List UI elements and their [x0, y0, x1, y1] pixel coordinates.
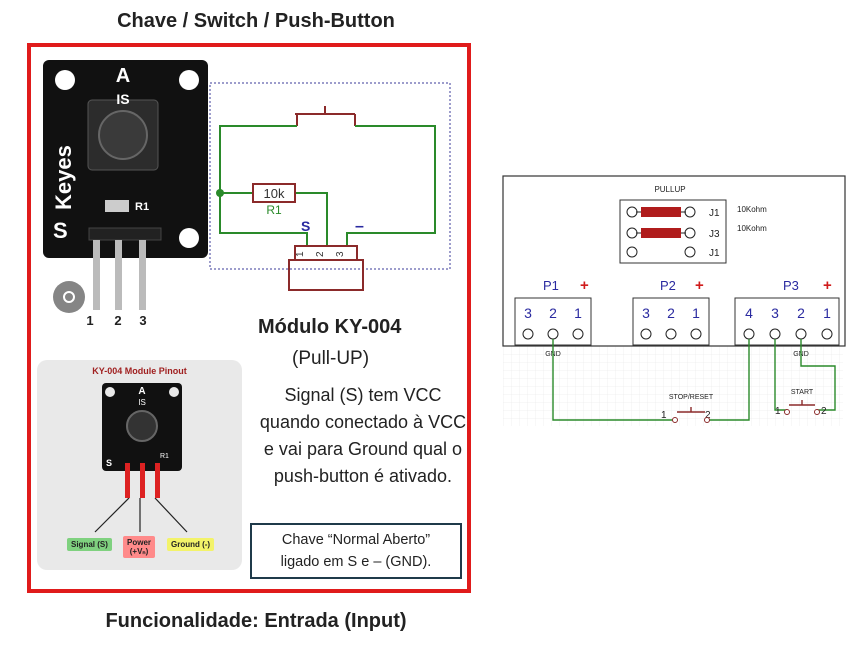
jumper-label: J1 — [709, 248, 720, 259]
module-mode: (Pull-UP) — [292, 348, 370, 369]
stop-reset-label: STOP/RESET — [669, 394, 714, 401]
svg-text:A: A — [138, 386, 145, 397]
resistor-value: 10Kohm — [737, 224, 767, 233]
wire — [219, 193, 308, 246]
pinout-card: KY-004 Module Pinout A IS S R1 Signal (S… — [37, 360, 242, 570]
wire — [800, 339, 836, 411]
board-pin — [93, 240, 100, 310]
connector-pin: 3 — [335, 251, 346, 257]
signal-label: Signal (S) — [67, 538, 112, 551]
note-line: Chave “Normal Aberto” — [281, 532, 431, 548]
board-pin-label: 2 — [114, 313, 121, 328]
pinout-title: KY-004 Module Pinout — [92, 366, 187, 376]
svg-text:1: 1 — [775, 406, 781, 417]
arrow — [154, 498, 188, 533]
page-title: Chave / Switch / Push-Button — [117, 10, 395, 32]
schematic: 10k R1 S – 1 2 3 — [209, 82, 451, 291]
wire — [552, 339, 675, 421]
board-pin — [115, 240, 122, 310]
arrow — [94, 498, 130, 533]
svg-text:2: 2 — [821, 406, 827, 417]
wire — [295, 192, 328, 246]
resistor-name: R1 — [266, 203, 282, 217]
resistor — [641, 228, 681, 238]
svg-text:2: 2 — [705, 410, 711, 421]
svg-text:3: 3 — [524, 305, 532, 321]
pullup-block — [619, 199, 727, 264]
svg-text:IS: IS — [138, 398, 146, 407]
power-label: Power (+Vₙ) — [123, 536, 156, 558]
svg-text:+: + — [695, 277, 704, 294]
svg-text:1: 1 — [692, 305, 700, 321]
board-pin-label: 1 — [86, 313, 93, 328]
mount-hole — [179, 228, 199, 248]
svg-text:2: 2 — [667, 305, 675, 321]
jumper-label: J3 — [709, 229, 720, 240]
start-label: START — [791, 389, 814, 396]
wire — [346, 125, 436, 246]
board-pin — [139, 240, 146, 310]
p1-label: P1 — [543, 278, 559, 293]
board-photo: A IS Keyes S R1 1 2 3 — [43, 60, 208, 328]
schematic-border — [209, 82, 451, 270]
module-description: Signal (S) tem VCC quando conectado à VC… — [259, 385, 467, 486]
module-name: Módulo KY-004 — [258, 316, 402, 338]
push-button-cap — [98, 110, 148, 160]
mount-hole — [179, 70, 199, 90]
pullup-label: PULLUP — [654, 185, 685, 194]
board-pin-label: 3 — [139, 313, 146, 328]
connector-pin: 1 — [295, 251, 306, 257]
svg-text:S: S — [106, 458, 112, 468]
svg-text:1: 1 — [823, 305, 831, 321]
svg-text:1: 1 — [661, 410, 667, 421]
pinout-board: A IS S R1 — [102, 383, 182, 498]
s-label: S — [301, 218, 310, 234]
svg-text:R1: R1 — [160, 453, 169, 460]
board-letter-is: IS — [116, 91, 129, 107]
svg-text:3: 3 — [642, 305, 650, 321]
board-r1: R1 — [135, 201, 149, 213]
mount-hole — [55, 70, 75, 90]
board-letter-s: S — [53, 218, 68, 243]
note-line: ligado em S e – (GND). — [280, 554, 432, 570]
wire — [774, 339, 787, 411]
note-box: Chave “Normal Aberto” ligado em S e – (G… — [250, 523, 462, 579]
board-letter-a: A — [116, 65, 130, 87]
grid-area — [503, 346, 843, 426]
svg-text:2: 2 — [549, 305, 557, 321]
board-outline — [502, 175, 846, 347]
resistor-value: 10k — [264, 186, 285, 201]
ground-label: Ground (-) — [167, 538, 215, 551]
svg-text:4: 4 — [745, 305, 753, 321]
p3-label: P3 — [783, 278, 799, 293]
svg-text:1: 1 — [574, 305, 582, 321]
connector-p2 — [632, 297, 710, 346]
module-frame — [27, 43, 471, 593]
svg-text:+: + — [580, 277, 589, 294]
svg-text:2: 2 — [797, 305, 805, 321]
resistor-value: 10Kohm — [737, 205, 767, 214]
wire — [219, 125, 297, 193]
connector-p3 — [734, 297, 840, 346]
functionality-title: Funcionalidade: Entrada (Input) — [105, 610, 407, 632]
jumper-label: J1 — [709, 208, 720, 219]
p2-label: P2 — [660, 278, 676, 293]
pcb-diagram: PULLUP J1 J3 J1 10Kohm 10Kohm P1 + 3 2 1… — [502, 175, 846, 426]
minus-label: – — [355, 218, 364, 235]
junction-dot — [216, 189, 224, 197]
connector-pin: 2 — [315, 251, 326, 257]
lens-icon — [53, 281, 85, 313]
push-button-cap — [126, 410, 158, 442]
svg-text:3: 3 — [771, 305, 779, 321]
resistor — [641, 207, 681, 217]
board-brand: Keyes — [51, 145, 76, 210]
resistor — [252, 183, 296, 203]
svg-text:+: + — [823, 277, 832, 294]
wire — [707, 339, 750, 421]
